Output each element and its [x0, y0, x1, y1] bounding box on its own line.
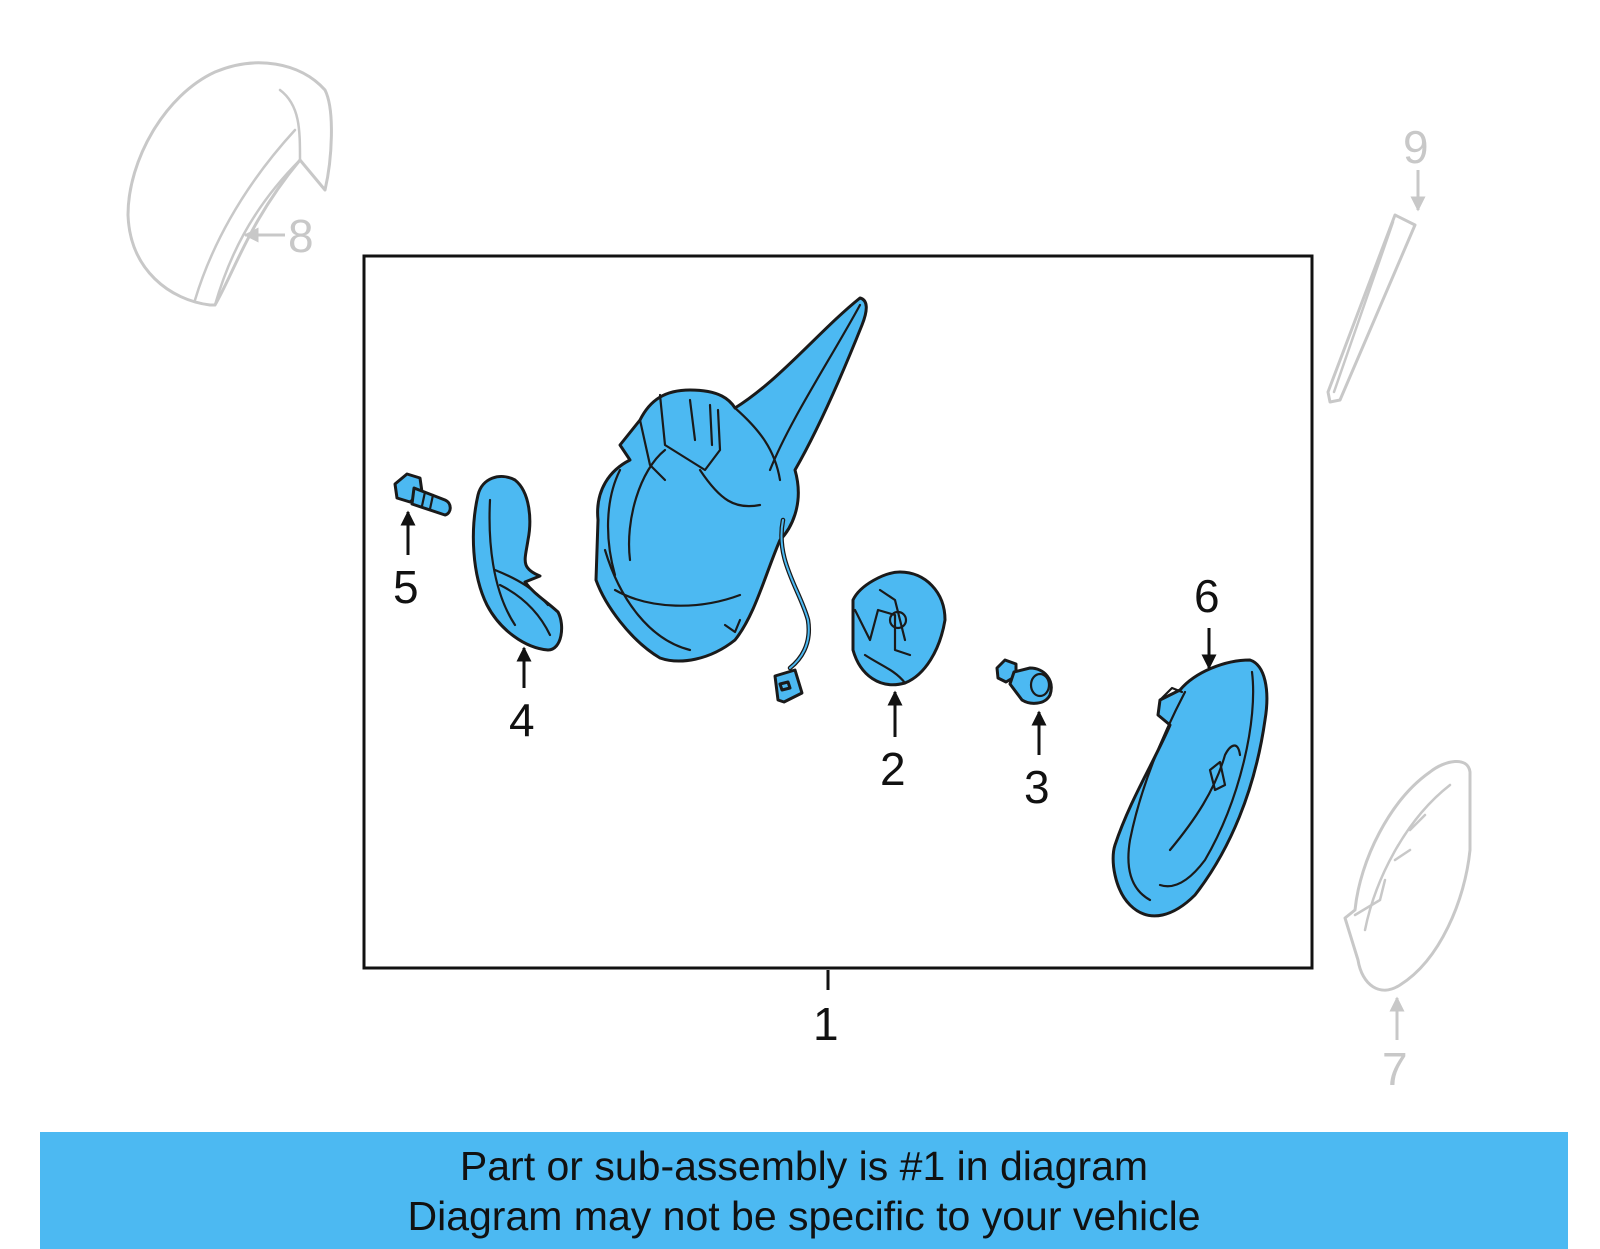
- callout-4: 4: [509, 694, 535, 746]
- callout-2: 2: [880, 743, 906, 795]
- callout-8: 8: [288, 210, 314, 262]
- callout-9: 9: [1403, 121, 1429, 173]
- part-9-trim-strip[interactable]: [1326, 213, 1417, 404]
- callout-6: 6: [1194, 570, 1220, 622]
- part-2-actuator-motor[interactable]: [851, 570, 947, 687]
- part-8-mirror-cover[interactable]: [126, 61, 333, 307]
- part-4-trim-piece[interactable]: [471, 475, 564, 652]
- callout-7: 7: [1382, 1043, 1408, 1095]
- wire-harness[interactable]: [773, 517, 812, 704]
- part-5-bolt[interactable]: [393, 472, 452, 517]
- mirror-housing[interactable]: [594, 296, 868, 663]
- callout-1: 1: [813, 998, 839, 1050]
- callout-5: 5: [393, 561, 419, 613]
- banner-line-2: Diagram may not be specific to your vehi…: [407, 1192, 1201, 1239]
- part-6-mirror-glass[interactable]: [1111, 658, 1269, 918]
- part-3-pivot-bolt[interactable]: [995, 658, 1053, 705]
- info-banner: Part or sub-assembly is #1 in diagram Di…: [40, 1132, 1568, 1249]
- callout-3: 3: [1024, 761, 1050, 813]
- banner-line-1: Part or sub-assembly is #1 in diagram: [459, 1142, 1149, 1189]
- assembly-frame: [362, 254, 1314, 970]
- part-7-turn-signal-lamp[interactable]: [1343, 760, 1472, 992]
